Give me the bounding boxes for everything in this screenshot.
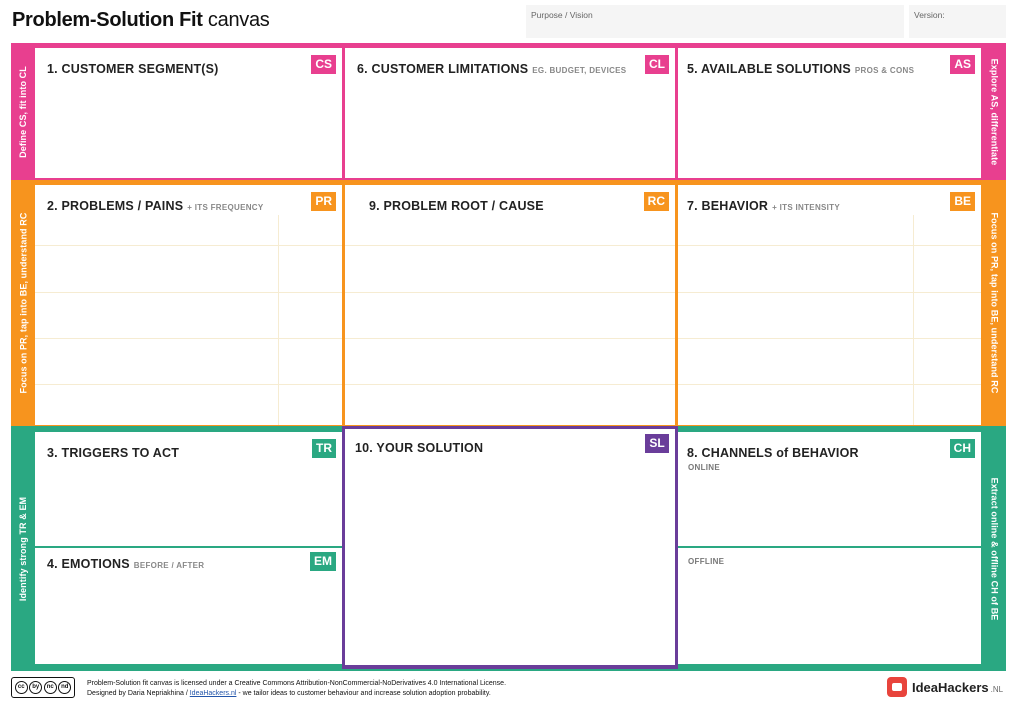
grid-line <box>35 245 342 246</box>
box-title: 6. CUSTOMER LIMITATIONS <box>357 62 529 76</box>
nd-icon: nd <box>58 681 72 694</box>
title-light: canvas <box>207 9 270 31</box>
box-title: 9. PROBLEM ROOT / CAUSE <box>369 199 544 213</box>
box-title: 3. TRIGGERS TO ACT <box>47 446 180 460</box>
license-text: Problem-Solution fit canvas is licensed … <box>87 680 507 687</box>
grid-line <box>345 338 675 339</box>
version-field[interactable]: Version: <box>909 5 1006 38</box>
tag-tr: TR <box>312 439 336 458</box>
grid-line <box>278 215 279 425</box>
side-label-focus-pr-right: Focus on PR, tap into BE, understand RC <box>989 212 999 394</box>
box-title: 8. CHANNELS of BEHAVIOR <box>687 446 859 460</box>
box-behavior[interactable]: 7. BEHAVIOR+ ITS INTENSITY BE <box>678 185 981 425</box>
footer-text: Problem-Solution fit canvas is licensed … <box>87 679 506 698</box>
cc-icon: cc <box>14 681 28 694</box>
box-subtitle: PROS & CONS <box>854 66 915 75</box>
grid-line <box>35 292 342 293</box>
box-title: 7. BEHAVIOR <box>687 199 769 213</box>
grid-line <box>35 384 342 385</box>
purpose-label: Purpose / Vision <box>531 10 593 20</box>
box-subtitle: EG. BUDGET, DEVICES <box>532 66 627 75</box>
purpose-field[interactable]: Purpose / Vision <box>526 5 904 38</box>
creative-commons-badge[interactable]: cc by nc nd <box>11 677 75 698</box>
grid-line <box>913 215 914 425</box>
ideahackers-logo-icon <box>887 677 907 697</box>
by-icon: by <box>29 681 43 694</box>
logo-name: IdeaHackers <box>912 679 989 695</box>
side-label-identify-tr-em: Identify strong TR & EM <box>18 496 29 601</box>
tag-be: BE <box>950 192 975 211</box>
canvas-title: Problem-Solution Fit canvas <box>12 8 270 32</box>
ideahackers-link[interactable]: IdeaHackers.nl <box>189 689 237 697</box>
box-title: 5. AVAILABLE SOLUTIONS <box>687 62 851 76</box>
tag-as: AS <box>950 55 975 74</box>
grid-line <box>678 245 981 246</box>
logo-suffix: .NL <box>990 684 1004 694</box>
box-channels-of-behavior[interactable]: 8. CHANNELS of BEHAVIOR CH ONLINE OFFLIN… <box>678 432 981 664</box>
ideahackers-logo[interactable]: IdeaHackers .NL <box>887 677 1003 697</box>
title-bold: Problem-Solution Fit <box>12 9 203 31</box>
grid-line <box>678 384 981 385</box>
online-label: ONLINE <box>688 463 721 472</box>
grid-line <box>678 292 981 293</box>
version-label: Version: <box>914 10 945 20</box>
box-title: 1. CUSTOMER SEGMENT(S) <box>47 62 219 76</box>
box-your-solution[interactable]: 10. YOUR SOLUTION SL <box>345 429 675 665</box>
divider-triggers-emotions <box>35 546 342 548</box>
tag-em: EM <box>310 552 336 571</box>
designed-by-line: Designed by Daria Nepriakhina / IdeaHack… <box>87 689 491 697</box>
tag-ch: CH <box>949 439 975 458</box>
box-problems-pains[interactable]: 2. PROBLEMS / PAINS+ ITS FREQUENCY PR <box>35 185 342 425</box>
tag-rc: RC <box>643 192 669 211</box>
side-label-explore-as: Explore AS, differentiate <box>989 58 1000 165</box>
box-subtitle: + ITS INTENSITY <box>772 203 840 212</box>
divider-online-offline <box>678 546 981 548</box>
box-problem-root-cause[interactable]: 9. PROBLEM ROOT / CAUSE RC <box>345 185 675 425</box>
tag-sl: SL <box>645 434 669 453</box>
box-title: 10. YOUR SOLUTION <box>355 441 484 455</box>
box-subtitle: + ITS FREQUENCY <box>187 203 264 212</box>
grid-line <box>345 384 675 385</box>
tag-cl: CL <box>645 55 669 74</box>
grid-line <box>345 245 675 246</box>
side-label-focus-pr-left: Focus on PR, tap into BE, understand RC <box>18 212 28 394</box>
grid-line <box>35 338 342 339</box>
offline-label: OFFLINE <box>688 557 725 566</box>
grid-line <box>678 338 981 339</box>
nc-icon: nc <box>43 681 57 694</box>
box-customer-segments[interactable]: 1. CUSTOMER SEGMENT(S) CS <box>35 48 342 178</box>
box-subtitle: BEFORE / AFTER <box>133 561 205 570</box>
tag-cs: CS <box>311 55 336 74</box>
box-title: 4. EMOTIONS <box>47 557 130 571</box>
tag-pr: PR <box>311 192 336 211</box>
side-label-extract-ch: Extract online & offline CH of BE <box>989 477 999 620</box>
grid-line <box>345 292 675 293</box>
box-title: 2. PROBLEMS / PAINS <box>47 199 184 213</box>
side-label-define-cs: Define CS, fit into CL <box>18 65 29 158</box>
